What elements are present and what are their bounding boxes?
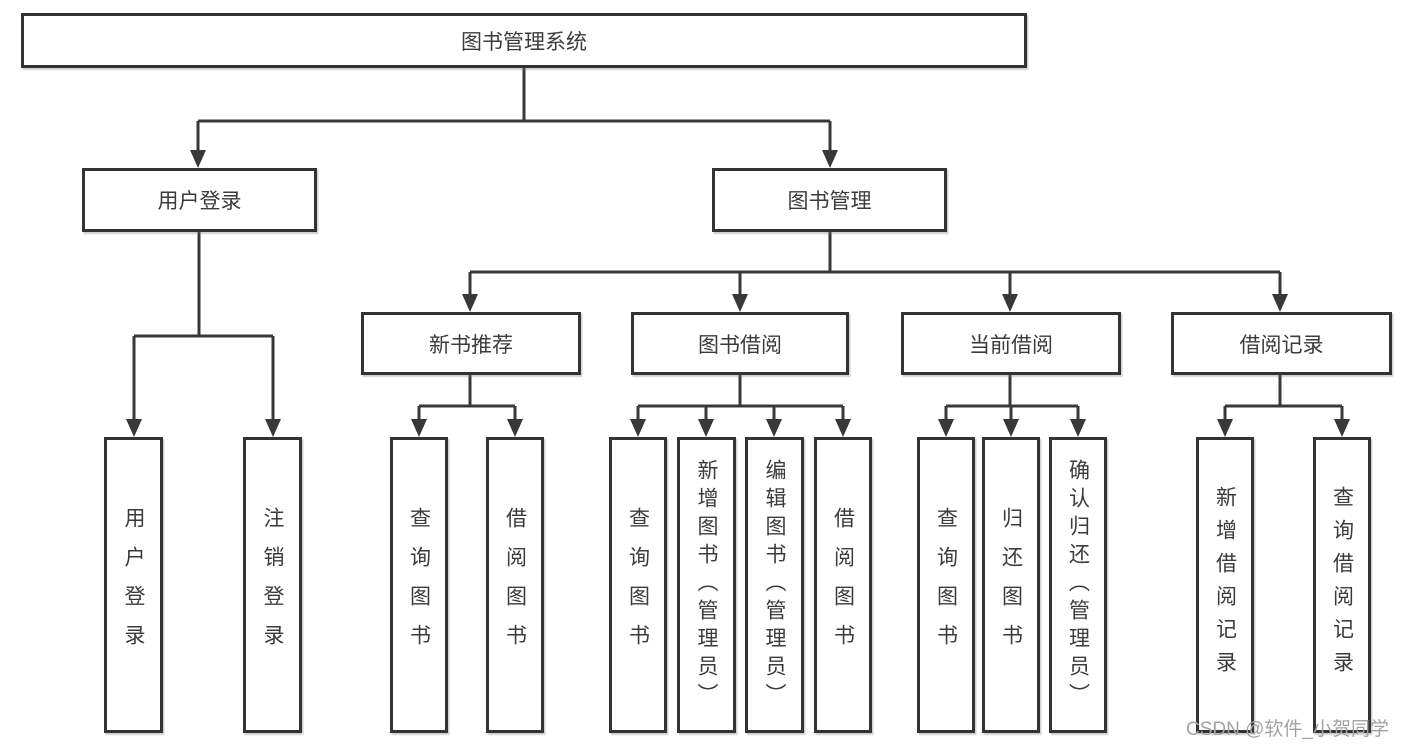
- arrow-down-icon: [732, 294, 748, 312]
- node-label: 归还图书: [999, 507, 1023, 663]
- node-root-system: 图书管理系统: [21, 13, 1027, 68]
- node-label: 注销登录: [261, 507, 284, 663]
- arrow-down-icon: [766, 419, 782, 437]
- leaf-user-login: 用户登录: [104, 437, 163, 733]
- node-label: 借阅图书: [503, 507, 527, 663]
- node-user-login: 用户登录: [82, 168, 317, 232]
- leaf-query-borrow-record: 查询借阅记录: [1313, 437, 1371, 733]
- node-label: 图书管理系统: [461, 30, 587, 54]
- node-label: 查询图书: [626, 507, 650, 663]
- node-label: 用户登录: [122, 507, 145, 663]
- arrow-down-icon: [698, 419, 714, 437]
- leaf-borrow-books: 借阅图书: [814, 437, 872, 733]
- leaf-query-books-newbook: 查询图书: [390, 437, 448, 733]
- arrow-down-icon: [190, 150, 206, 168]
- arrow-down-icon: [265, 419, 281, 437]
- leaf-edit-books-admin: 编辑图书（管理员）: [745, 437, 804, 733]
- leaf-borrow-books-newbook: 借阅图书: [486, 437, 544, 733]
- node-label: 编辑图书（管理员）: [763, 459, 786, 711]
- arrow-down-icon: [1003, 419, 1019, 437]
- arrow-down-icon: [462, 294, 478, 312]
- arrow-down-icon: [1334, 419, 1350, 437]
- node-label: 查询图书: [934, 507, 958, 663]
- node-label: 图书管理: [787, 190, 872, 213]
- node-current-borrowing: 当前借阅: [901, 312, 1121, 375]
- node-book-borrowing: 图书借阅: [631, 312, 849, 375]
- node-label: 当前借阅: [969, 333, 1053, 357]
- node-label: 查询图书: [407, 507, 431, 663]
- node-label: 新增图书（管理员）: [695, 459, 718, 711]
- node-label: 借阅图书: [831, 507, 855, 663]
- arrow-down-icon: [1070, 419, 1086, 437]
- arrow-down-icon: [507, 419, 523, 437]
- leaf-add-books-admin: 新增图书（管理员）: [677, 437, 736, 733]
- node-label: 确认归还（管理员）: [1066, 459, 1090, 711]
- node-label: 借阅记录: [1239, 333, 1324, 357]
- leaf-confirm-return-admin: 确认归还（管理员）: [1049, 437, 1107, 733]
- arrow-down-icon: [411, 419, 427, 437]
- node-book-management: 图书管理: [712, 168, 947, 232]
- leaf-logout: 注销登录: [243, 437, 302, 733]
- arrow-down-icon: [1217, 419, 1233, 437]
- watermark: CSDN @软件_小贺同学: [1186, 719, 1389, 740]
- node-label: 新增借阅记录: [1213, 486, 1237, 684]
- arrow-down-icon: [1002, 294, 1018, 312]
- arrow-down-icon: [938, 419, 954, 437]
- node-borrowing-records: 借阅记录: [1171, 312, 1392, 375]
- arrow-down-icon: [126, 419, 142, 437]
- arrow-down-icon: [835, 419, 851, 437]
- node-label: 查询借阅记录: [1330, 486, 1354, 684]
- arrow-down-icon: [1272, 294, 1288, 312]
- node-label: 用户登录: [157, 190, 242, 213]
- node-label: 新书推荐: [429, 333, 513, 357]
- leaf-add-borrow-record: 新增借阅记录: [1196, 437, 1254, 733]
- arrow-down-icon: [822, 150, 838, 168]
- leaf-query-books-borrow: 查询图书: [609, 437, 667, 733]
- node-new-book-recommend: 新书推荐: [361, 312, 581, 375]
- node-label: 图书借阅: [698, 333, 782, 357]
- leaf-return-books: 归还图书: [982, 437, 1040, 733]
- arrow-down-icon: [630, 419, 646, 437]
- leaf-query-books-current: 查询图书: [917, 437, 975, 733]
